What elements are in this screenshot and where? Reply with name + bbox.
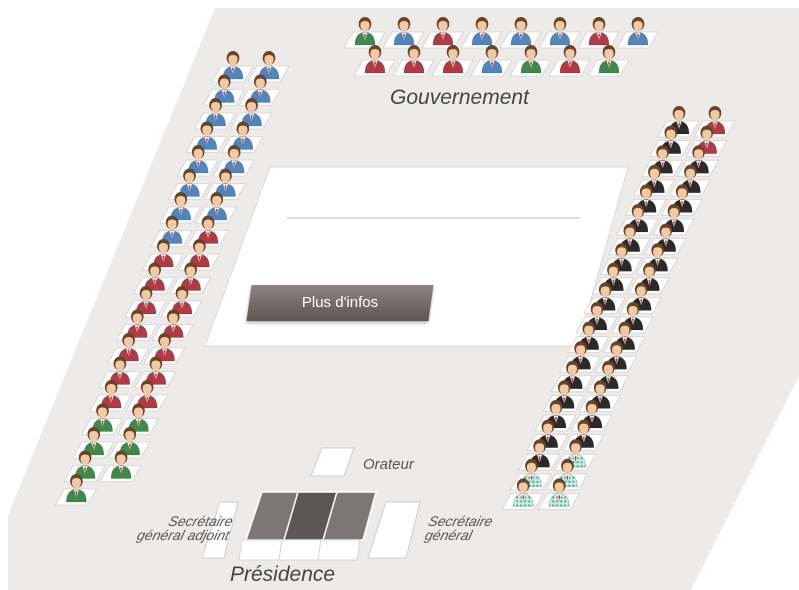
more-info-button[interactable]: Plus d'infos	[246, 285, 434, 321]
left-wing-seat[interactable]	[159, 192, 202, 224]
presidency-seat[interactable]	[322, 491, 377, 541]
right-wing-seat[interactable]	[558, 341, 602, 373]
government-seat[interactable]	[548, 45, 591, 77]
left-wing-seat[interactable]	[54, 474, 98, 506]
left-wing-seat[interactable]	[238, 74, 281, 106]
left-wing-seat[interactable]	[108, 427, 151, 459]
presidency-front-tile	[238, 539, 283, 561]
secretary-label: Secrétaire général	[423, 513, 495, 543]
government-seat[interactable]	[577, 17, 620, 49]
left-wing-seat[interactable]	[247, 51, 290, 83]
deputy-secretary-text: Secrétaire général adjoint	[135, 513, 235, 543]
left-wing-seat[interactable]	[169, 262, 212, 294]
podium-icon[interactable]	[310, 447, 355, 477]
presidency-front-tile	[278, 539, 322, 561]
right-wing-seat[interactable]	[660, 184, 703, 216]
speaker-label: Orateur	[363, 456, 414, 473]
presidency-label: Présidence	[230, 563, 336, 586]
right-wing-seat[interactable]	[591, 262, 635, 295]
right-wing-seat[interactable]	[537, 478, 580, 510]
more-info-label: Plus d'infos	[301, 294, 379, 311]
government-label: Gouvernement	[390, 86, 529, 109]
government-seat[interactable]	[343, 17, 386, 49]
government-seat[interactable]	[470, 45, 513, 77]
government-seat[interactable]	[587, 45, 630, 77]
government-seat[interactable]	[392, 45, 435, 77]
left-wing-seat[interactable]	[142, 333, 186, 365]
deputy-secretary-label: Secrétaire général adjoint	[63, 513, 235, 543]
right-wing-seat[interactable]	[501, 478, 544, 510]
government-seat[interactable]	[353, 45, 396, 77]
government-seat[interactable]	[538, 17, 581, 49]
presidency-bench	[201, 491, 421, 561]
secretary-text: Secrétaire général	[423, 513, 495, 543]
government-seat[interactable]	[509, 45, 552, 77]
left-wing-seat[interactable]	[167, 168, 211, 200]
left-wing-seat[interactable]	[151, 309, 194, 341]
right-wing-seat[interactable]	[550, 360, 594, 393]
left-wing-seat[interactable]	[186, 215, 229, 247]
left-wing-seat[interactable]	[72, 427, 115, 459]
presidency-front-tile	[317, 539, 361, 561]
left-wing-seat[interactable]	[211, 51, 254, 83]
secretary-seat[interactable]	[367, 501, 421, 559]
left-wing-seat[interactable]	[221, 121, 264, 153]
right-wing-seat[interactable]	[553, 439, 597, 471]
left-wing-seat[interactable]	[195, 192, 238, 224]
government-seat[interactable]	[431, 45, 474, 77]
deputy-secretary-seat[interactable]	[201, 501, 239, 559]
government-seat[interactable]	[382, 17, 425, 49]
government-seat[interactable]	[499, 17, 542, 49]
left-wing-seat[interactable]	[99, 450, 142, 482]
government-seat[interactable]	[460, 17, 503, 49]
government-seat[interactable]	[421, 17, 464, 49]
government-seat[interactable]	[616, 17, 659, 49]
